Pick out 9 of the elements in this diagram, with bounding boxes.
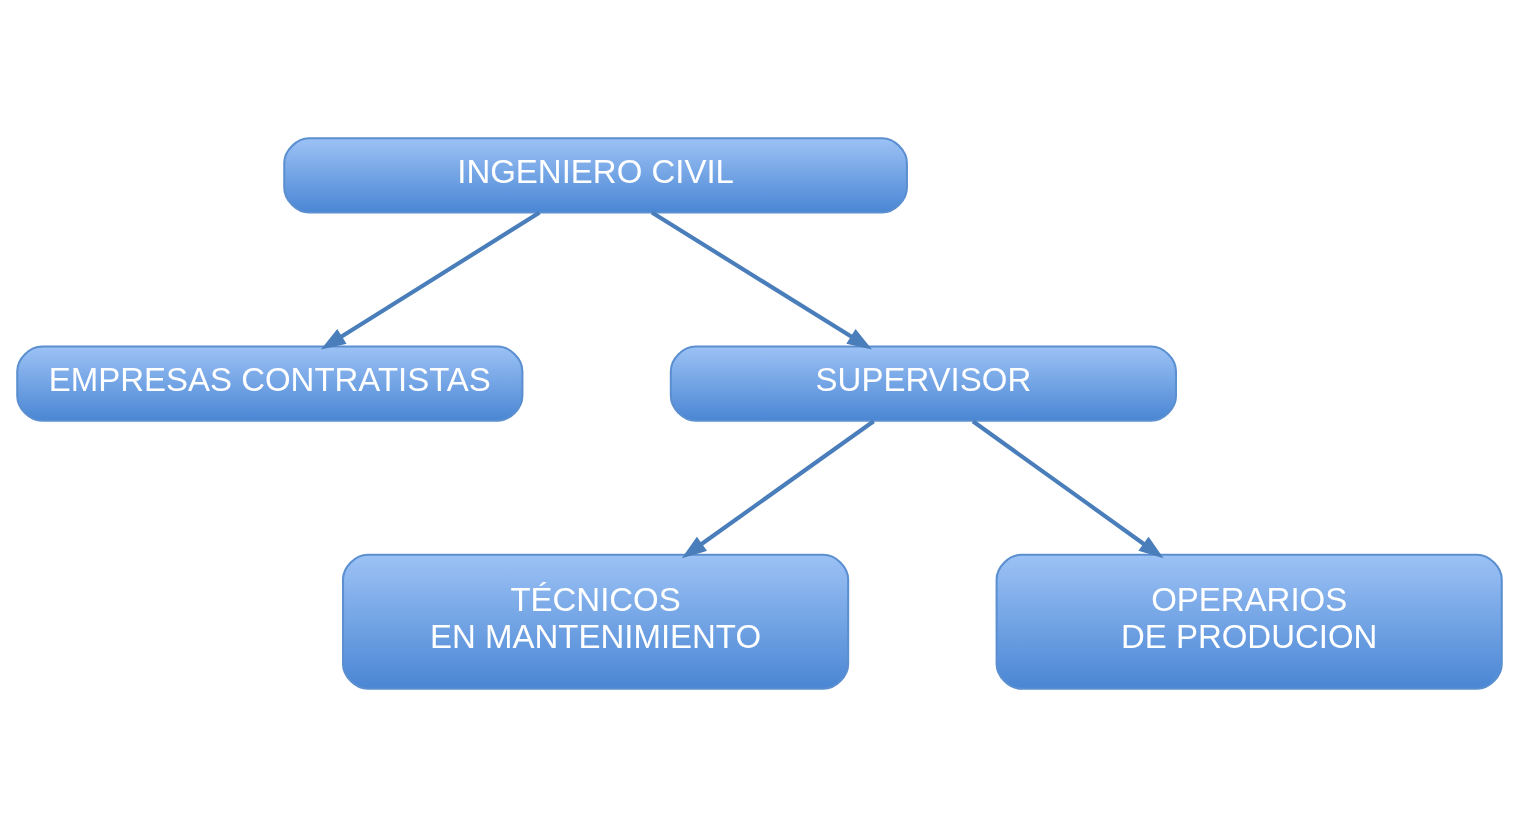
node-box: SUPERVISOR: [669, 344, 1177, 422]
arrow: [320, 210, 541, 350]
arrow: [650, 210, 872, 349]
node-box: OPERARIOS DE PRODUCION: [995, 553, 1503, 690]
node-box: EMPRESAS CONTRATISTAS: [16, 344, 524, 422]
node-box: TÉCNICOS EN MANTENIMIENTO: [342, 553, 850, 690]
arrow: [971, 419, 1164, 558]
node-box: INGENIERO CIVIL: [283, 136, 908, 213]
arrow: [681, 419, 875, 558]
